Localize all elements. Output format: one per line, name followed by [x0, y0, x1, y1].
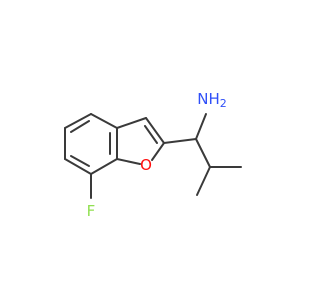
bond-c4-c3a [90, 113, 118, 129]
amine-subscript: 2 [220, 97, 227, 110]
bond-c2-o1 [151, 142, 165, 161]
bond-c3a-c3 [116, 117, 147, 129]
bond-c1-ch [195, 138, 211, 168]
amine-atom-label: NH2 [197, 90, 227, 110]
bond-c2-c1 [163, 138, 197, 144]
side-chain [163, 113, 242, 196]
bond-o1-c7a [116, 158, 141, 165]
amine-nh-text: NH [197, 90, 220, 108]
bond-c3-c2 [145, 117, 165, 144]
furan-ring [116, 117, 165, 165]
double-bond-c5-c4 [70, 120, 90, 133]
oxygen-atom-label: O [140, 156, 152, 174]
double-bond-c3-c2 [144, 125, 158, 144]
benzene-ring [64, 113, 118, 175]
bond-c5-c4 [64, 113, 92, 129]
bond-ch-methyl-left [196, 166, 211, 196]
bond-c7a-c7 [90, 158, 118, 175]
fluorine-atom-label: F [87, 202, 96, 220]
bond-c7-c6 [64, 158, 92, 175]
structure-diagram: O NH2 F [64, 90, 242, 220]
double-bond-c7-c6 [70, 155, 90, 167]
bond-c1-n [195, 113, 207, 140]
